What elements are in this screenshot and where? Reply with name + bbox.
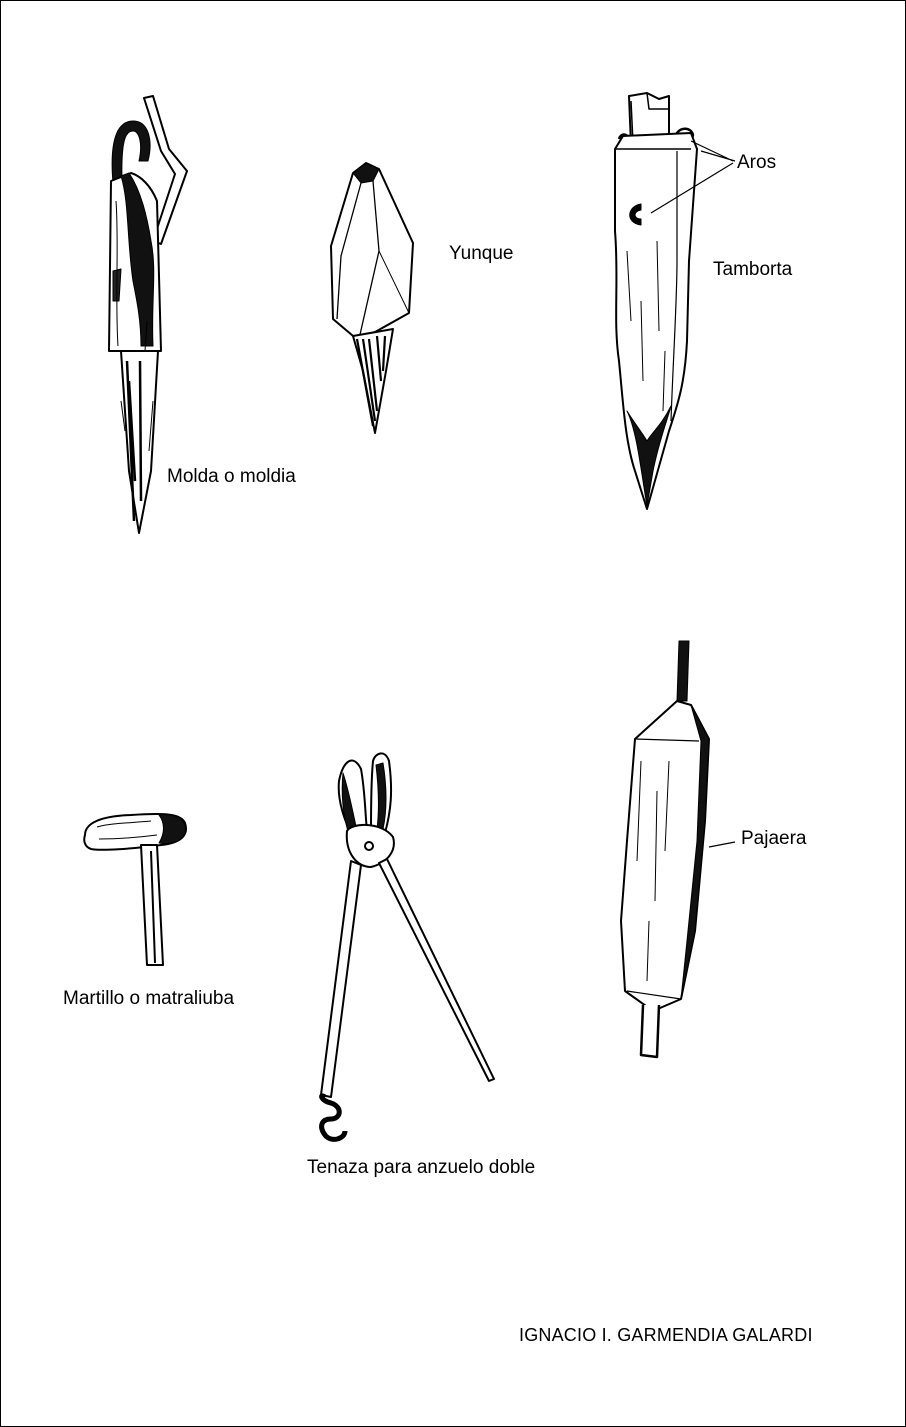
tamborta-illustration [615,93,735,509]
label-tamborta: Tamborta [713,260,792,279]
label-yunque: Yunque [449,244,513,263]
pliers-illustration [321,753,494,1139]
pajaera-illustration [621,641,735,1057]
author-credit: IGNACIO I. GARMENDIA GALARDI [519,1326,813,1344]
label-aros: Aros [737,153,776,172]
label-pajaera: Pajaera [741,829,807,848]
label-molda: Molda o moldia [167,467,296,486]
label-martillo: Martillo o matraliuba [63,989,234,1008]
anvil-illustration [331,163,413,433]
label-tenaza: Tenaza para anzuelo doble [307,1158,535,1177]
hammer-illustration [84,814,186,965]
